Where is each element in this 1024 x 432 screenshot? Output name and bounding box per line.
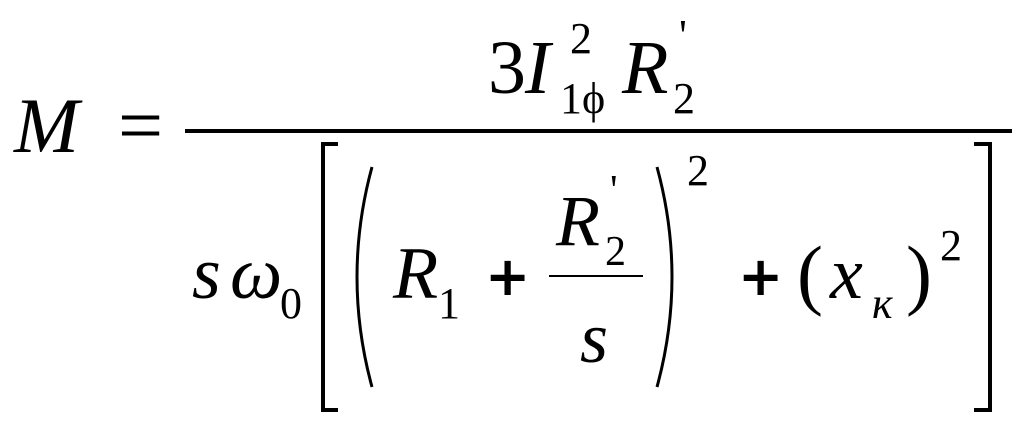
reactance-exponent: 2 (940, 221, 962, 270)
omega-subscript: 0 (280, 279, 302, 328)
resistance-subscript: 2 (673, 74, 695, 123)
torque-symbol: M (13, 82, 83, 169)
fraction-numerator-symbol: R (555, 181, 600, 261)
resistance-symbol: R (621, 26, 668, 110)
resistance-prime: ' (679, 11, 687, 60)
inner-resistance-subscript: 1 (438, 279, 460, 328)
left-large-paren (355, 166, 374, 388)
equals-sign: = (118, 82, 163, 170)
inner-resistance-symbol: R (392, 233, 438, 315)
plus-sign-inner: + (485, 245, 530, 308)
reactance-symbol: x (829, 233, 863, 315)
reactance-subscript: к (872, 279, 893, 328)
denominator: s ω 0 R 1 + R ' 2 s 2 + ( x к ) 2 (192, 142, 992, 412)
right-large-paren (655, 166, 674, 388)
fraction-numerator-prime: ' (610, 168, 618, 214)
fraction-denominator-symbol: s (580, 298, 608, 378)
plus-sign-outer: + (738, 245, 783, 308)
fraction-numerator-subscript: 2 (605, 229, 626, 275)
left-square-bracket (321, 142, 338, 412)
reactance-close-paren: ) (906, 230, 932, 317)
slip-symbol: s (192, 233, 221, 315)
group-exponent: 2 (687, 146, 709, 195)
current-subscript: 1ϕ (560, 74, 605, 123)
current-exponent: 2 (570, 14, 592, 63)
current-symbol: I (524, 26, 554, 110)
omega-symbol: ω (230, 233, 282, 315)
numerator-coefficient: 3 (488, 26, 526, 110)
right-square-bracket (974, 142, 992, 412)
reactance-open-paren: ( (797, 230, 823, 317)
numerator: 3 I 2 1ϕ R ' 2 (488, 11, 695, 123)
